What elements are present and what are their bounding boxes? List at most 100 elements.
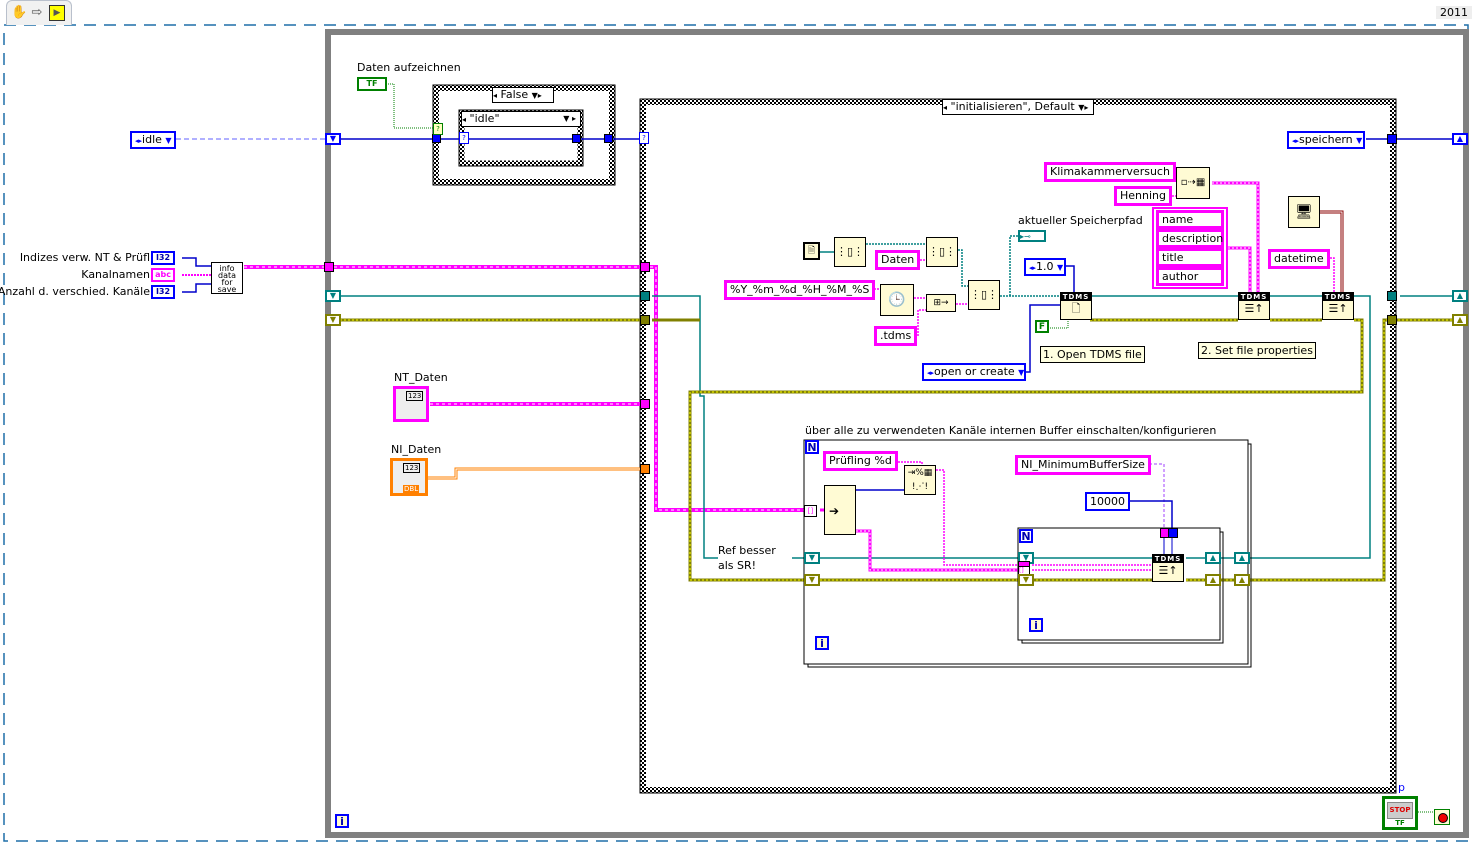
decrement-icon[interactable]: ◂ xyxy=(493,91,498,100)
inner-loop-error-sr-right: ▲ xyxy=(1205,574,1221,586)
datetime-string-constant[interactable]: datetime xyxy=(1268,249,1330,269)
for-loop-shift-register-ref-right: ▲ xyxy=(1234,552,1250,564)
case-main-selector[interactable]: ◂ "initialisieren", Default ▼▸ xyxy=(942,99,1094,115)
shift-register-error-right: ▲ xyxy=(1452,314,1468,326)
stop-condition-icon[interactable] xyxy=(1434,809,1450,825)
state-enum-constant[interactable]: ◂▸idle ▼ xyxy=(130,131,176,149)
property-names-array-constant[interactable]: name description title author xyxy=(1152,207,1228,289)
property-name-item[interactable]: name xyxy=(1156,210,1224,229)
diagram-toolbar: ✋ ⇨ ▶ xyxy=(6,0,72,25)
shift-register-ref-left: ▼ xyxy=(325,290,341,302)
tdms-set-channel-property-node[interactable]: TDMS ☰↑ xyxy=(1152,554,1184,582)
henning-string-constant[interactable]: Henning xyxy=(1114,186,1172,206)
indizes-terminal[interactable]: I32 xyxy=(151,251,175,265)
main-case-state-out xyxy=(1387,134,1397,144)
cluster-tunnel xyxy=(324,262,334,272)
build-array-icon[interactable]: ▫⇢▦ xyxy=(1176,167,1210,199)
hand-tool-icon[interactable]: ✋ xyxy=(11,5,28,20)
main-case-ref-tunnel xyxy=(640,291,650,301)
inner-loop-value-tunnel xyxy=(1168,528,1178,538)
concatenate-strings-icon[interactable]: ⊞→ xyxy=(926,294,956,312)
tdms-open-node[interactable]: TDMS 🗋 xyxy=(1060,292,1092,320)
get-datetime-icon[interactable]: 🖥 xyxy=(1288,196,1320,228)
shift-register-ref-right: ▲ xyxy=(1452,290,1468,302)
build-path-icon-2[interactable]: ⋮▯⋮ xyxy=(926,237,958,267)
build-path-icon[interactable]: ⋮▯⋮ xyxy=(834,237,866,267)
kanalnamen-label: Kanalnamen xyxy=(81,268,150,281)
main-case-nt-tunnel xyxy=(640,399,650,409)
main-case-ni-tunnel xyxy=(640,464,650,474)
case-false-selector[interactable]: ◂ False ▼▸ xyxy=(492,87,554,103)
tdms-extension-string-constant[interactable]: .tdms xyxy=(874,326,918,346)
daten-string-constant[interactable]: Daten xyxy=(875,250,921,270)
shift-register-error-left: ▼ xyxy=(325,314,341,326)
default-data-dir-icon[interactable]: 🗎 xyxy=(803,242,820,260)
case-idle-selector-terminal: ? xyxy=(459,132,469,144)
note-open-tdms: 1. Open TDMS file xyxy=(1040,346,1145,363)
decrement-icon[interactable]: ◂ xyxy=(943,103,948,112)
format-datetime-icon[interactable]: 🕒 xyxy=(880,284,914,316)
path-indicator-terminal[interactable]: ▸⊸ xyxy=(1018,230,1046,242)
property-name-item[interactable]: title xyxy=(1156,248,1224,267)
set-properties-icon: ☰↑ xyxy=(1158,564,1178,577)
next-state-enum-constant[interactable]: ◂▸speichern ▼ xyxy=(1287,131,1365,149)
set-properties-icon: ☰↑ xyxy=(1244,302,1264,315)
indizes-label: Indizes verw. NT & Prüfl xyxy=(19,251,150,264)
false-constant[interactable]: F xyxy=(1035,320,1049,333)
chevron-down-icon: ▼ xyxy=(1018,368,1025,377)
labview-version: 2011 xyxy=(1436,6,1472,19)
nt-daten-label: NT_Daten xyxy=(394,371,448,384)
tdms-set-datetime-property-node[interactable]: TDMS ☰↑ xyxy=(1322,292,1354,320)
for-loop-inner-frame xyxy=(1017,527,1221,641)
property-name-item[interactable]: author xyxy=(1156,267,1224,286)
vi-icon[interactable]: ▶ xyxy=(49,5,65,21)
anzahl-terminal[interactable]: I32 xyxy=(151,285,175,299)
increment-icon[interactable]: ▸ xyxy=(1084,103,1089,112)
enum-arrows-icon: ◂▸ xyxy=(135,137,143,145)
pruefling-format-string-constant[interactable]: Prüfling %d xyxy=(823,451,898,471)
info-data-for-save-subvi[interactable]: info data for save xyxy=(211,262,243,294)
case-false-tunnel xyxy=(432,134,441,143)
nt-daten-terminal[interactable]: 123 xyxy=(393,386,429,422)
increment-icon[interactable]: ▸ xyxy=(537,91,542,100)
chevron-down-icon[interactable]: ▼ xyxy=(531,91,538,100)
file-format-version-enum[interactable]: ◂▸1.0 ▼ xyxy=(1024,258,1066,276)
main-case-error-tunnel xyxy=(640,315,650,325)
chevron-down-icon: ▼ xyxy=(1356,136,1363,145)
ni-daten-terminal[interactable]: 123 DBL xyxy=(390,458,428,496)
enum-arrows-icon: ◂▸ xyxy=(1029,264,1037,272)
property-name-item[interactable]: description xyxy=(1156,229,1224,248)
format-into-string-icon[interactable]: ⇥%▦!⋰! xyxy=(904,465,936,495)
diagram-frame xyxy=(3,24,1469,842)
chevron-down-icon: ▼ xyxy=(165,136,172,145)
buffer-size-numeric-constant[interactable]: 10000 xyxy=(1085,492,1130,511)
buffer-property-string-constant[interactable]: NI_MinimumBufferSize xyxy=(1015,455,1151,475)
tdms-set-properties-node[interactable]: TDMS ☰↑ xyxy=(1238,292,1270,320)
build-path-icon-3[interactable]: ⋮▯⋮ xyxy=(968,280,1000,310)
timestamp-format-string-constant[interactable]: %Y_%m_%d_%H_%M_%S xyxy=(724,280,876,300)
klimakammerversuch-string-constant[interactable]: Klimakammerversuch xyxy=(1044,162,1176,182)
ni-daten-label: NI_Daten xyxy=(391,443,442,456)
for-loop-count-terminal: N xyxy=(805,440,819,454)
unbundle-by-name-node[interactable]: ➔ xyxy=(824,485,856,535)
case-idle-selector[interactable]: ◂ "idle"▼ ▸ xyxy=(461,111,581,127)
chevron-down-icon: ▼ xyxy=(1057,263,1064,272)
new-file-icon: 🗋 xyxy=(1071,302,1081,315)
operation-enum[interactable]: ◂▸open or create ▼ xyxy=(922,363,1026,381)
main-case-ref-out xyxy=(1387,291,1397,301)
arrow-icon[interactable]: ⇨ xyxy=(31,5,43,20)
chevron-down-icon[interactable]: ▼ ▸ xyxy=(563,114,576,123)
stop-button-terminal[interactable]: STOP TF xyxy=(1382,796,1418,830)
case-idle-tunnel-out xyxy=(572,134,581,143)
chevron-down-icon[interactable]: ▼ xyxy=(1078,103,1085,112)
main-case-error-out xyxy=(1387,315,1397,325)
decrement-icon[interactable]: ◂ xyxy=(462,115,467,124)
for-loop-label: über alle zu verwendeten Kanäle internen… xyxy=(805,424,1217,437)
daten-aufzeichnen-terminal[interactable]: TF xyxy=(357,77,387,91)
kanalnamen-terminal[interactable]: abc xyxy=(151,268,175,282)
enum-arrows-icon: ◂▸ xyxy=(927,369,935,377)
anzahl-label: Anzahl d. verschied. Kanäle xyxy=(0,285,150,298)
for-loop-shift-register-ref-left: ▼ xyxy=(804,552,820,564)
for-loop-iteration-terminal: i xyxy=(815,636,829,650)
